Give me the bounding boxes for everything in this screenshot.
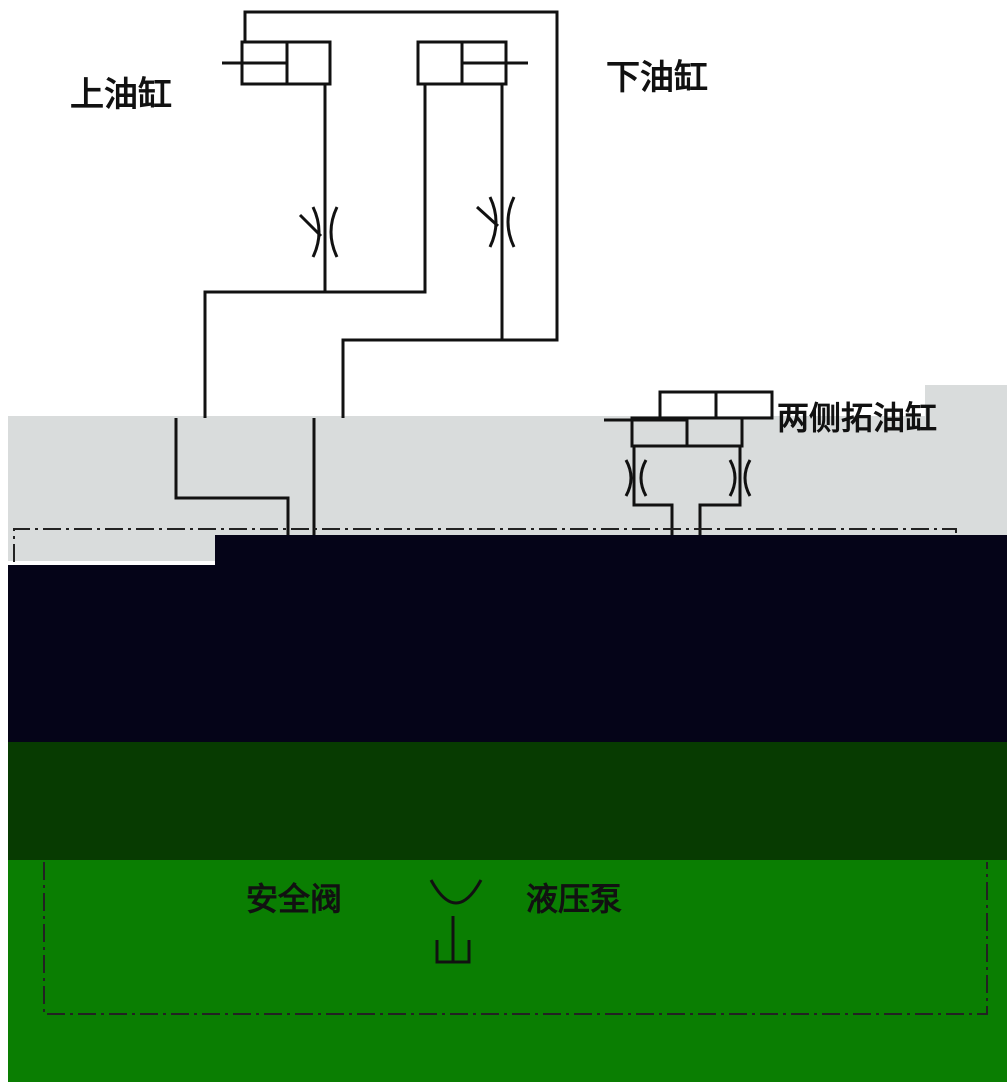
upper-throttle [298, 206, 339, 258]
green-band [8, 860, 1007, 1082]
left-orifice [624, 459, 648, 497]
dark-band [8, 565, 1007, 742]
side-cylinder-lower [604, 416, 744, 448]
upper-cylinder [222, 40, 332, 86]
lower-cylinder-label: 下油缸 [606, 58, 708, 98]
gray-band-notch [925, 385, 1007, 417]
pump-label: 液压泵 [526, 880, 623, 918]
dark-green-band [8, 742, 1007, 860]
lower-cylinder [416, 40, 528, 86]
relief-valve-label: 安全阀 [246, 880, 343, 918]
upper-cylinder-label: 上油缸 [70, 75, 172, 115]
lower-throttle [475, 196, 516, 248]
dark-band-top [215, 535, 1007, 567]
side-cylinder-upper [658, 390, 774, 420]
side-cylinders-label: 两侧拓油缸 [777, 399, 938, 437]
pump-icon [429, 879, 483, 905]
right-orifice [728, 459, 752, 497]
